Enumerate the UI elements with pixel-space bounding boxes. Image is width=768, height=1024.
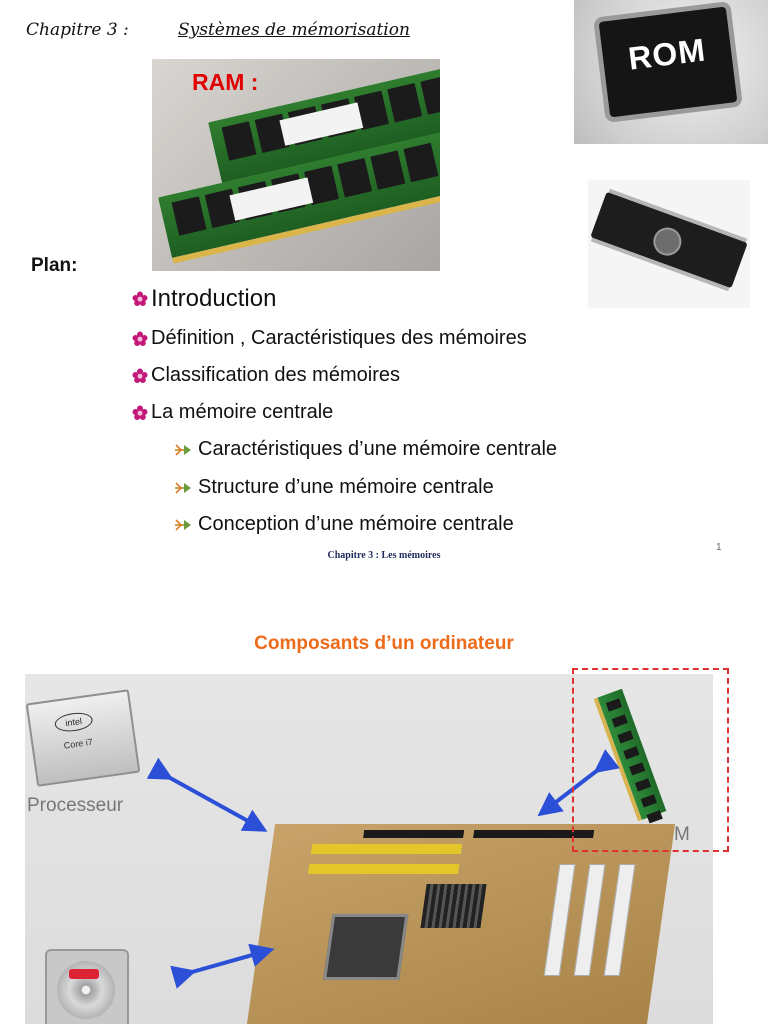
ram-photo: RAM : [152, 59, 440, 271]
sub-list-item-label: Conception d’une mémoire centrale [198, 513, 514, 535]
sub-list-item-label: Structure d’une mémoire centrale [198, 476, 494, 498]
list-item-label: Définition , Caractéristiques des mémoir… [151, 327, 527, 349]
rom-photo: ROM [574, 0, 768, 144]
flower-icon [132, 368, 148, 384]
arrow-bullet-icon [174, 443, 194, 456]
list-item: Introduction [132, 285, 276, 313]
computer-components-diagram: intel Core i7 Processeur R.A.M [25, 674, 713, 1024]
ram-highlight-box [572, 668, 729, 852]
list-item-label: Classification des mémoires [151, 364, 400, 386]
list-item-label: La mémoire centrale [151, 401, 334, 423]
list-item: Définition , Caractéristiques des mémoir… [132, 327, 527, 350]
flower-icon [132, 291, 148, 307]
slide-footer: Chapitre 3 : Les mémoires [327, 550, 441, 561]
chapter-title: Systèmes de mémorisation [178, 20, 410, 40]
slide-title: Composants d’un ordinateur [254, 633, 514, 654]
sub-list-item-label: Caractéristiques d’une mémoire centrale [198, 438, 558, 460]
list-item: La mémoire centrale [132, 401, 333, 424]
connection-arrows [146, 749, 620, 989]
list-item: Classification des mémoires [132, 364, 400, 387]
page-number: 1 [716, 542, 722, 553]
arrow-processor-motherboard [146, 757, 268, 832]
eprom-photo [588, 180, 750, 308]
slide-2: Composants d’un ordinateur intel Core i7… [0, 575, 768, 1024]
sub-list-item: Structure d’une mémoire centrale [174, 476, 494, 499]
sub-list-item: Conception d’une mémoire centrale [174, 513, 514, 536]
eprom-chip-image [590, 191, 748, 289]
rom-label: ROM [626, 31, 708, 77]
chapter-label: Chapitre 3 : [26, 20, 129, 40]
sub-list-item: Caractéristiques d’une mémoire centrale [174, 438, 557, 461]
plan-label: Plan: [31, 255, 78, 276]
processor-label: Processeur [27, 795, 124, 816]
arrow-ram-motherboard [537, 749, 620, 817]
ram-label: RAM : [192, 69, 259, 95]
arrow-harddrive-motherboard [170, 943, 275, 989]
hard-drive-image [45, 949, 129, 1024]
arrow-bullet-icon [174, 481, 194, 494]
list-item-label: Introduction [151, 285, 277, 312]
flower-icon [132, 331, 148, 347]
rom-chip-image: ROM [598, 6, 738, 118]
slide-1: Chapitre 3 : Systèmes de mémorisation RA… [26, 0, 768, 561]
arrow-bullet-icon [174, 518, 194, 531]
flower-icon [132, 405, 148, 421]
